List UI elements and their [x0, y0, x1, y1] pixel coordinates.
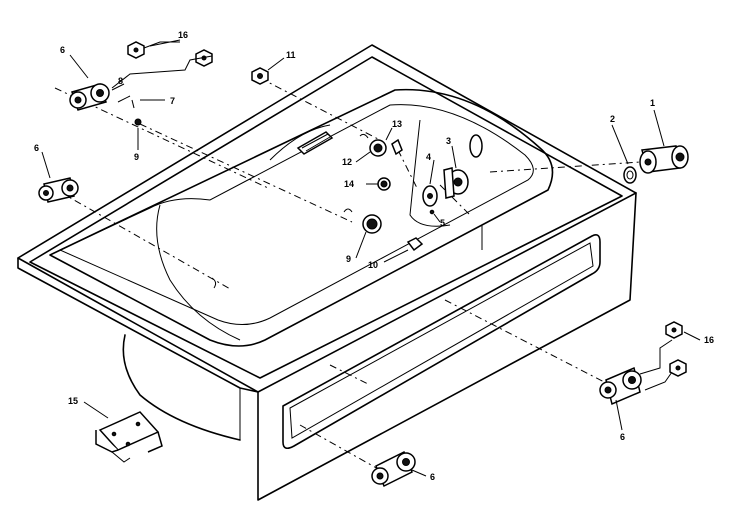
callout-6-upper-left: 6: [60, 45, 65, 55]
callout-1: 1: [650, 98, 655, 108]
part-9-upper: [134, 118, 142, 126]
tub-underside: [122, 334, 241, 441]
part-11-nut: [251, 67, 269, 85]
part-10-fitting: [406, 237, 424, 252]
callout-6-right: 6: [620, 432, 625, 442]
callout-2: 2: [610, 114, 615, 124]
centerline-3: [439, 184, 471, 216]
callout-16-right: 16: [704, 335, 714, 345]
apron-panel-inner: [289, 242, 594, 439]
apron-access-panel: [282, 234, 601, 450]
callout-7: 7: [170, 96, 175, 106]
drain-grate-lines: [301, 133, 331, 152]
callout-6-bottom: 6: [430, 472, 435, 482]
callout-10: 10: [368, 260, 378, 270]
tub-rim-outer: [17, 44, 637, 393]
callout-14: 14: [344, 179, 354, 189]
part-12-13-jet: [359, 133, 403, 157]
centerline-13: [397, 149, 419, 191]
part-1-2-pump-fittings: [623, 145, 689, 184]
tub-basin-outline: [49, 88, 554, 347]
callout-16-upper: 16: [178, 30, 188, 40]
callout-9-lower: 9: [346, 254, 351, 264]
callout-3: 3: [446, 136, 451, 146]
part-6-right: [599, 339, 673, 406]
callout-13: 13: [392, 119, 402, 129]
tub-basin-floor: [58, 104, 534, 325]
centerline-9-upper: [139, 123, 353, 223]
callout-8: 8: [118, 76, 123, 86]
tub-left-side: [17, 257, 259, 393]
tub-foot-end: [409, 119, 451, 227]
centerline-6-right: [444, 299, 611, 386]
drain-slot: [296, 131, 334, 155]
part-16-right: [665, 321, 687, 377]
callout-12: 12: [342, 157, 352, 167]
part-7-pin: [131, 99, 135, 109]
bathtub: [17, 44, 637, 501]
centerline-11: [259, 77, 381, 141]
part-6-upper-left: [69, 83, 131, 111]
centerline-6-bottom: [299, 424, 381, 471]
part-3-4-5-suction: [422, 167, 469, 215]
callout-6-left: 6: [34, 143, 39, 153]
centerline-6-left: [59, 191, 233, 291]
center-lines: [54, 77, 641, 471]
callout-11: 11: [286, 50, 296, 60]
leader-lines: [41, 39, 701, 477]
part-6-left: [38, 177, 79, 203]
part-9-lower-jet: [343, 208, 382, 234]
tub-rim-inner: [29, 56, 623, 379]
part-14-ring: [377, 177, 391, 191]
callout-labels: 6 16 7 9 6 11 13 12 14 4 3 5 9 10 2 1 16…: [34, 30, 714, 482]
tub-front-panel: [257, 192, 637, 501]
part-16-upper: [111, 41, 213, 89]
tub-backrest-curve: [269, 124, 331, 161]
callout-5: 5: [440, 218, 445, 228]
overflow-opening: [469, 134, 483, 158]
callout-9-upper: 9: [134, 152, 139, 162]
tub-lounge-contour: [156, 204, 241, 341]
callout-15: 15: [68, 396, 78, 406]
part-6-bottom: [371, 450, 416, 488]
callout-4: 4: [426, 152, 431, 162]
centerline-1: [489, 161, 641, 173]
part-15-bracket: [95, 411, 163, 463]
centerline-panel: [329, 364, 371, 386]
